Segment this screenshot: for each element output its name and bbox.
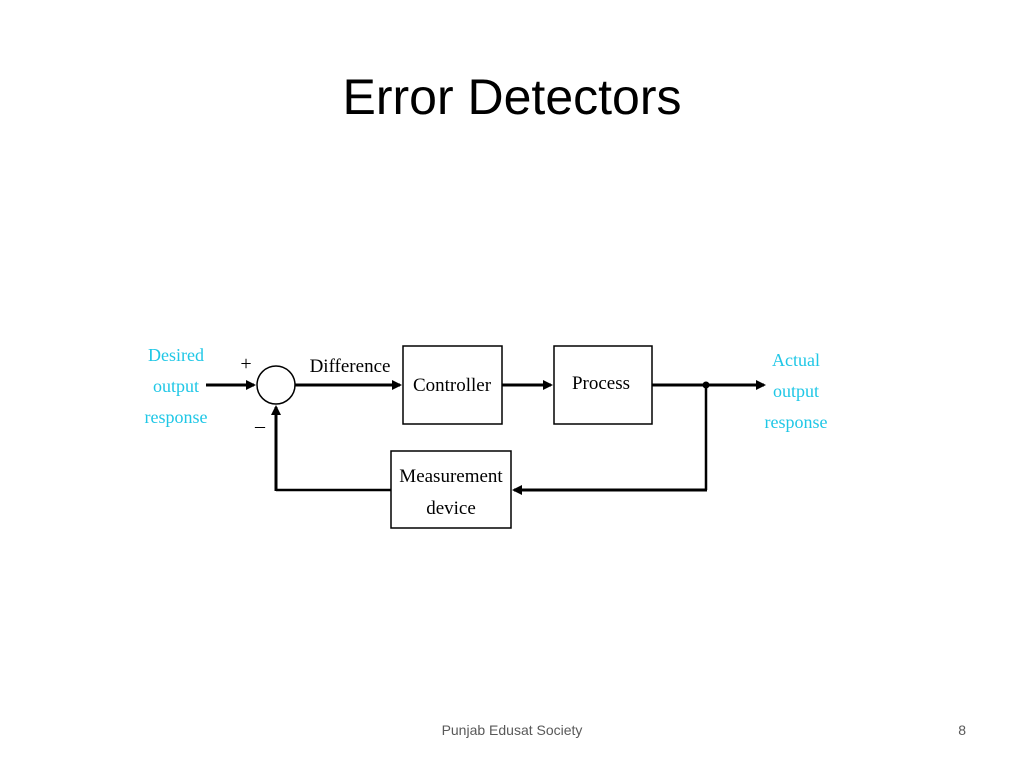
- slide-title: Error Detectors: [342, 69, 682, 125]
- plus-sign: +: [240, 353, 251, 375]
- output-label-line-2: output: [773, 381, 819, 401]
- measurement-label-line-2: device: [426, 498, 476, 519]
- input-label-line-1: Desired: [148, 345, 204, 365]
- minus-sign: –: [254, 415, 266, 437]
- footer-text: Punjab Edusat Society: [441, 722, 583, 738]
- output-label-line-1: Actual: [772, 350, 820, 370]
- measurement-device-block: [390, 450, 512, 529]
- summing-junction: [256, 365, 296, 405]
- input-label-line-3: response: [145, 407, 208, 427]
- measurement-label-line-1: Measurement: [399, 466, 503, 487]
- output-label-line-3: response: [765, 412, 828, 432]
- controller-block: [402, 345, 503, 425]
- actual-output-response-label: Actual output response: [765, 350, 828, 432]
- input-label-line-2: output: [153, 376, 199, 396]
- controller-label: Controller: [413, 375, 492, 396]
- desired-output-response-label: Desired output response: [145, 345, 208, 427]
- process-label: Process: [572, 373, 630, 394]
- page-number: 8: [958, 722, 966, 738]
- difference-label: Difference: [310, 356, 391, 377]
